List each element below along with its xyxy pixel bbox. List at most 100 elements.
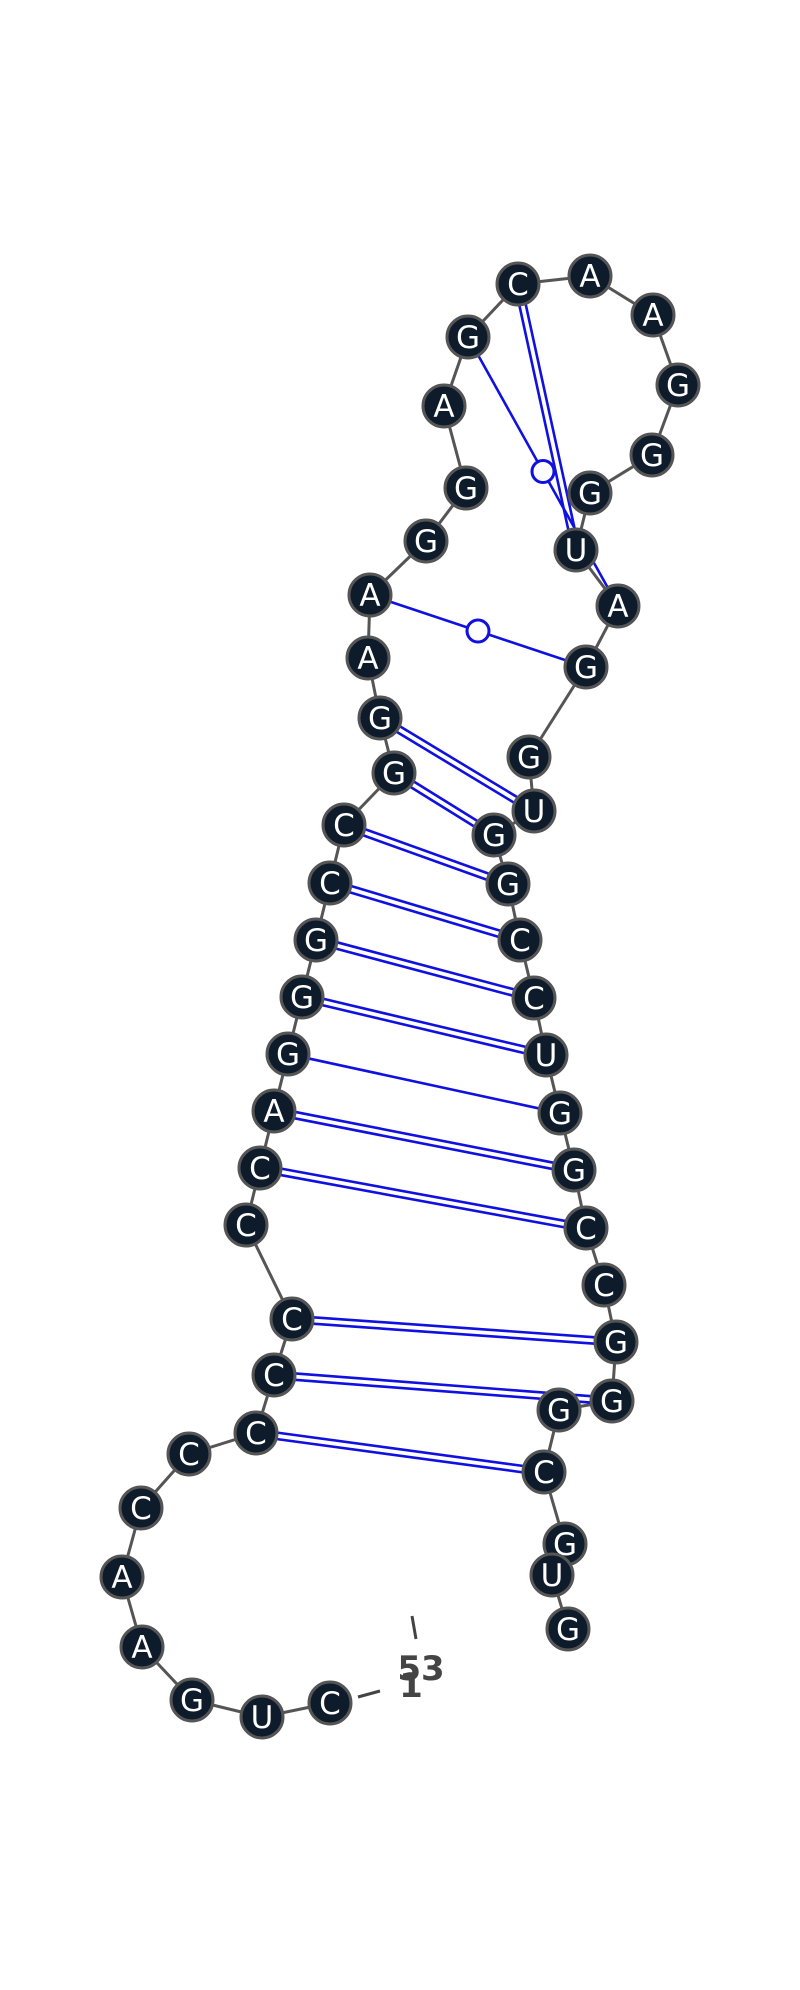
nucleotide-circle [445, 314, 491, 360]
nucleotide-circle [630, 292, 676, 338]
nucleotide-circle [537, 1090, 583, 1136]
nucleotide-circle [629, 432, 675, 478]
nucleotide-letter: G [454, 471, 478, 507]
start-label: 1 [399, 1666, 423, 1706]
nucleotide-circle [239, 1694, 285, 1740]
nucleotide: U [239, 1694, 285, 1740]
nucleotide-letter: C [533, 1455, 555, 1491]
end-tick [410, 1615, 418, 1640]
nucleotide: A [421, 383, 467, 429]
nucleotide-letter: U [541, 1558, 564, 1594]
nucleotide: G [443, 465, 489, 511]
nucleotide-circle [563, 644, 609, 690]
nucleotide-letter: G [496, 867, 520, 903]
nucleotide-circle [118, 1485, 164, 1531]
nucleotide-letter: G [600, 1384, 624, 1420]
base-pair-line [409, 785, 476, 828]
wobble-pair-marker [530, 459, 556, 484]
nucleotide-circle [471, 812, 517, 858]
nucleotide-letter: G [574, 650, 598, 686]
nucleotide-circle [251, 1352, 297, 1398]
nucleotide-letter: A [131, 1630, 152, 1666]
nucleotide-letter: G [276, 1037, 300, 1073]
nucleotide: C [233, 1410, 279, 1456]
nucleotide-letter: G [180, 1683, 204, 1719]
nucleotide: C [251, 1352, 297, 1398]
nucleotide-letter: G [414, 524, 438, 560]
nucleotide-circle [536, 1387, 582, 1433]
nucleotide-letter: A [579, 259, 600, 295]
nucleotide-circle [119, 1624, 165, 1670]
nucleotide-circle [293, 917, 339, 963]
nucleotide: U [553, 527, 599, 573]
nucleotide: C [511, 975, 557, 1021]
nucleotide-letter: G [382, 756, 406, 792]
nucleotide: G [403, 518, 449, 564]
nucleotide-circle [595, 583, 641, 629]
nucleotide: A [595, 583, 641, 629]
nucleotide-letter: G [578, 476, 602, 512]
nucleotide: U [523, 1032, 569, 1078]
nucleotide-letter: G [547, 1393, 571, 1429]
nucleotide: C [321, 802, 367, 848]
nucleotide-letter: C [319, 1686, 341, 1722]
nucleotide-letter: C [509, 923, 531, 959]
nucleotide-letter: G [640, 438, 664, 474]
nucleotide-letter: A [357, 641, 378, 677]
nucleotide: C [563, 1205, 609, 1251]
base-pair-line [277, 1431, 524, 1468]
nucleotide-letter: G [666, 368, 690, 404]
nucleotide-letter: A [359, 578, 380, 614]
base-pair-line [312, 1322, 595, 1346]
base-pair-line [362, 833, 488, 882]
nucleotide: A [119, 1624, 165, 1670]
nucleotide-circle [529, 1552, 575, 1598]
nucleotide-letter: G [304, 923, 328, 959]
base-pair-line [280, 1167, 567, 1223]
base-pair-line [322, 997, 527, 1049]
nucleotide-circle [321, 802, 367, 848]
nucleotide: G [471, 812, 517, 858]
nucleotide-circle [347, 572, 393, 618]
nucleotide-letter: A [433, 389, 454, 425]
nucleotide-circle [567, 253, 613, 299]
nucleotide: G [589, 1378, 635, 1424]
nucleotide: A [99, 1554, 145, 1600]
nucleotide-circle [523, 1032, 569, 1078]
nucleotide-circle [443, 465, 489, 511]
nucleotide-circle [371, 750, 417, 796]
base-pair-line [293, 1116, 554, 1171]
nucleotide-circle [99, 1554, 145, 1600]
end-label-layer: 53 1 [357, 1615, 445, 1706]
nucleotide-letter: U [251, 1700, 274, 1736]
nucleotide: C [581, 1262, 627, 1308]
nucleotide-letter: C [281, 1302, 303, 1338]
nucleotide: C [223, 1202, 269, 1248]
nucleotide: A [251, 1088, 297, 1134]
nucleotide-letter: G [548, 1096, 572, 1132]
nucleotide-circle [551, 1147, 597, 1193]
nucleotide: G [537, 1090, 583, 1136]
nucleotide-circle [497, 917, 543, 963]
end-label: 53 [397, 1649, 444, 1689]
nucleotide-letter: C [178, 1437, 200, 1473]
nucleotide-circle [279, 974, 325, 1020]
nucleotide: G [551, 1147, 597, 1193]
nucleotide: U [529, 1552, 575, 1598]
nucleotide-letter: G [456, 320, 480, 356]
nucleotide-circle [511, 975, 557, 1021]
nucleotide-letter: A [111, 1560, 132, 1596]
nucleotide-letter: G [556, 1612, 580, 1648]
nucleotide: C [495, 261, 541, 307]
base-pair-line [295, 1372, 592, 1398]
nucleotide-letter: A [607, 589, 628, 625]
base-pair-line [518, 304, 570, 531]
base-pair-line [336, 941, 515, 991]
nucleotide-circle [403, 518, 449, 564]
base-pair-line [321, 1003, 526, 1055]
nucleotide-circle [233, 1410, 279, 1456]
nucleotide: A [345, 635, 391, 681]
nucleotide-circle [223, 1202, 269, 1248]
nucleotide-circle [581, 1262, 627, 1308]
base-pair-line [335, 947, 514, 997]
